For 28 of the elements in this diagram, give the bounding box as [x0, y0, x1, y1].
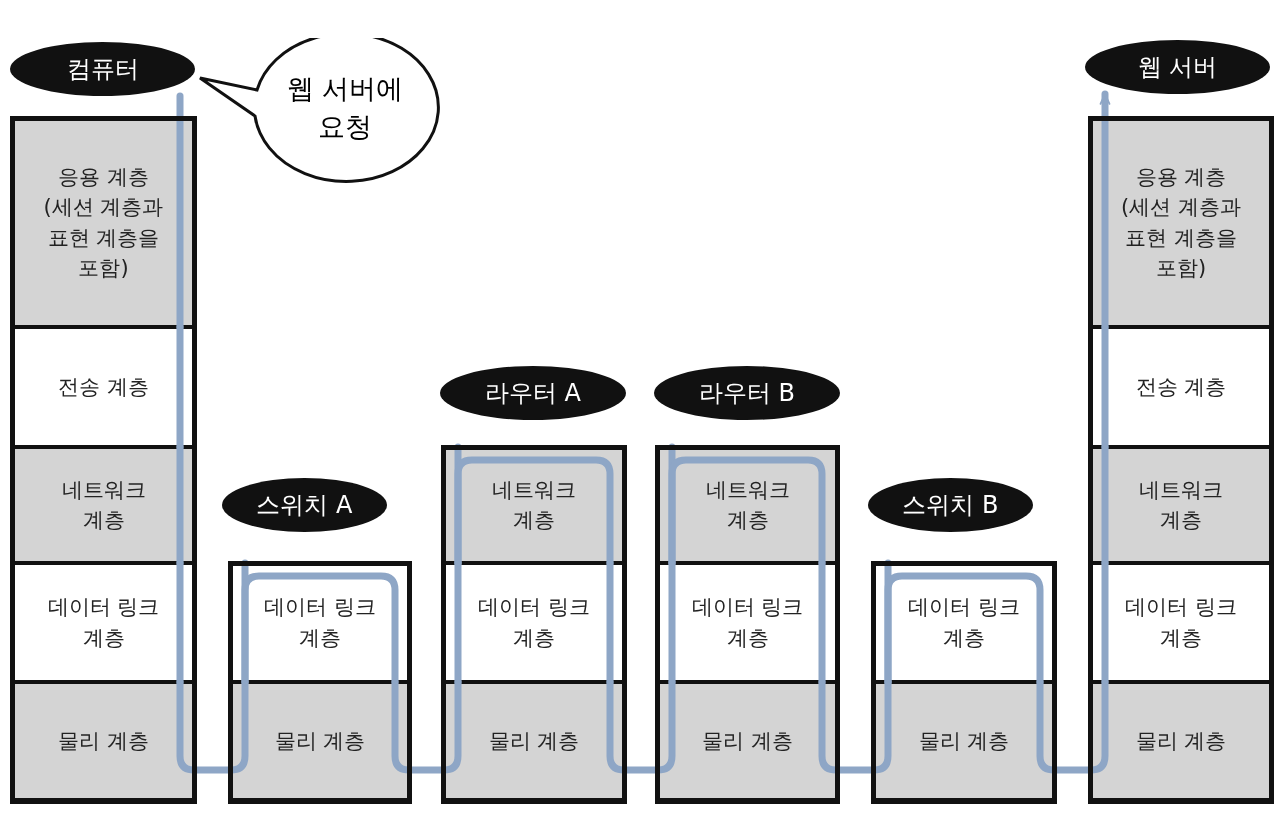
- path-line: [606, 678, 676, 774]
- path-line: [818, 678, 892, 774]
- layer-box: 전송 계층: [12, 327, 195, 447]
- path-line: [391, 678, 462, 774]
- layer-box: 응용 계층 (세션 계층과 표현 계층을 포함): [12, 118, 195, 327]
- device-label: 라우터 B: [654, 366, 840, 420]
- path-line: [1036, 678, 1109, 774]
- layer-box: 네트워크 계층: [12, 447, 195, 563]
- layer-box: 전송 계층: [1090, 327, 1272, 447]
- layer-box: 네트워크 계층: [1090, 447, 1272, 563]
- device-label: 스위치 B: [868, 478, 1033, 532]
- path-line: [176, 678, 249, 774]
- device-label: 스위치 A: [222, 478, 387, 532]
- layer-box: 물리 계층: [443, 682, 625, 800]
- layer-box: 물리 계층: [230, 682, 410, 800]
- layer-box: 데이터 링크 계층: [12, 563, 195, 682]
- layer-box: 데이터 링크 계층: [1090, 563, 1272, 682]
- path-line: [454, 456, 614, 567]
- path-line: [668, 456, 826, 567]
- path-line: [241, 572, 399, 686]
- layer-box: 물리 계층: [12, 682, 195, 800]
- layer-box: 물리 계층: [873, 682, 1055, 800]
- device-label: 웹 서버: [1085, 40, 1270, 94]
- path-line: [884, 572, 1044, 686]
- device-label: 컴퓨터: [10, 42, 195, 96]
- layer-box: 물리 계층: [1090, 682, 1272, 800]
- layer-box: 응용 계층 (세션 계층과 표현 계층을 포함): [1090, 118, 1272, 327]
- device-label: 라우터 A: [440, 366, 626, 420]
